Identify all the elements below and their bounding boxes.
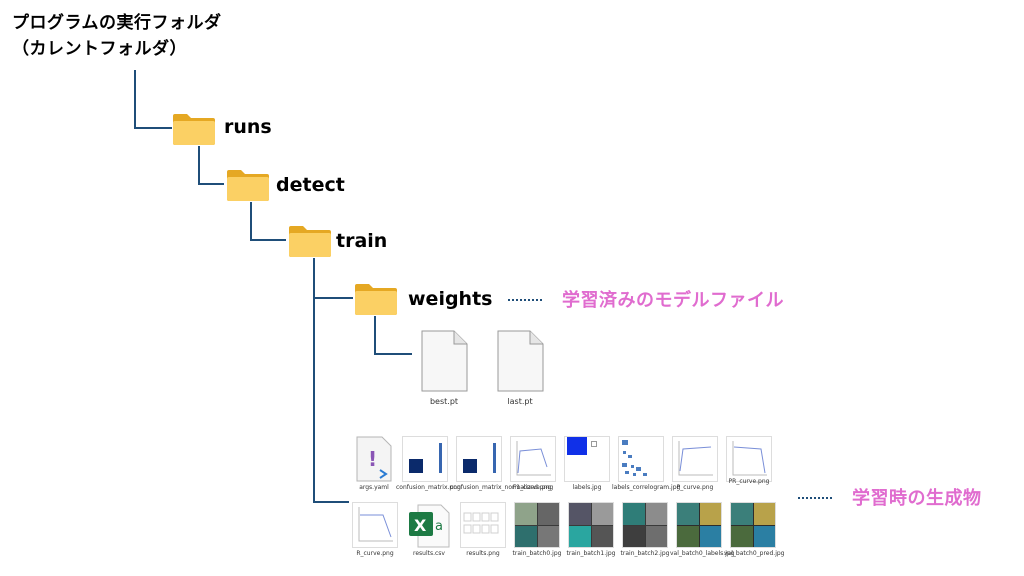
tree-line	[313, 501, 349, 503]
confusion-matrix-thumbnail[interactable]	[402, 436, 448, 482]
annotation-connector	[798, 497, 832, 499]
file-name[interactable]: labels_correlogram.jpg	[612, 484, 681, 491]
file-name[interactable]: R_curve.png	[356, 550, 394, 557]
tree-line	[313, 258, 315, 502]
file-name[interactable]: labels.jpg	[572, 484, 602, 491]
svg-text:X: X	[414, 516, 427, 535]
file-name[interactable]: args.yaml	[359, 484, 389, 491]
train-annotation: 学習時の生成物	[852, 488, 982, 509]
labels-thumbnail[interactable]	[564, 436, 610, 482]
confusion-matrix-normalized-thumbnail[interactable]	[456, 436, 502, 482]
f1-curve-thumbnail[interactable]	[510, 436, 556, 482]
tree-line	[374, 316, 376, 354]
file-name[interactable]: F1_curve.png	[512, 484, 554, 491]
r-curve-thumbnail[interactable]	[352, 502, 398, 548]
folder-icon[interactable]	[226, 168, 270, 202]
file-name[interactable]: results.csv	[413, 550, 445, 557]
tree-line	[134, 70, 136, 128]
file-name[interactable]: val_batch0_pred.jpg	[724, 550, 785, 557]
file-name[interactable]: best.pt	[429, 397, 459, 406]
file-name[interactable]: val_batch0_labels.jpg	[670, 550, 735, 557]
svg-text:!: !	[368, 447, 377, 471]
file-name[interactable]: confusion_matrix.png	[396, 484, 461, 491]
tree-line	[250, 239, 286, 241]
file-name[interactable]: PR_curve.png	[728, 478, 770, 485]
train-batch0-thumbnail[interactable]	[514, 502, 560, 548]
val-batch0-labels-thumbnail[interactable]	[676, 502, 722, 548]
folder-label-detect[interactable]: detect	[276, 174, 345, 196]
root-folder-subtitle: （カレントフォルダ）	[12, 39, 187, 59]
folder-label-runs[interactable]: runs	[224, 116, 272, 138]
folder-icon[interactable]	[172, 112, 216, 146]
file-name[interactable]: P_curve.png	[676, 484, 714, 491]
folder-label-train[interactable]: train	[336, 230, 388, 252]
file-icon[interactable]	[420, 330, 468, 392]
tree-line	[250, 202, 252, 240]
weights-annotation: 学習済みのモデルファイル	[562, 290, 784, 311]
excel-file-icon[interactable]: X a	[408, 504, 450, 548]
train-batch1-thumbnail[interactable]	[568, 502, 614, 548]
folder-icon[interactable]	[354, 282, 398, 316]
p-curve-thumbnail[interactable]	[672, 436, 718, 482]
tree-line	[134, 127, 172, 129]
results-thumbnail[interactable]	[460, 502, 506, 548]
file-name[interactable]: last.pt	[507, 397, 533, 406]
file-icon[interactable]	[496, 330, 544, 392]
root-folder-title: プログラムの実行フォルダ	[12, 13, 222, 33]
file-name[interactable]: train_batch2.jpg	[620, 550, 670, 557]
svg-text:a: a	[435, 519, 443, 534]
folder-label-weights[interactable]: weights	[408, 288, 493, 310]
folder-icon[interactable]	[288, 224, 332, 258]
val-batch0-pred-thumbnail[interactable]	[730, 502, 776, 548]
annotation-connector	[508, 299, 542, 301]
tree-line	[313, 297, 353, 299]
train-batch2-thumbnail[interactable]	[622, 502, 668, 548]
file-name[interactable]: results.png	[466, 550, 500, 557]
file-name[interactable]: train_batch1.jpg	[566, 550, 616, 557]
tree-line	[198, 183, 224, 185]
tree-line	[374, 353, 412, 355]
tree-line	[198, 146, 200, 184]
file-name[interactable]: train_batch0.jpg	[512, 550, 562, 557]
pr-curve-thumbnail[interactable]	[726, 436, 772, 482]
file-name[interactable]: confusion_matrix_normalized.png	[450, 484, 552, 491]
yaml-file-icon[interactable]: !	[356, 436, 392, 482]
labels-correlogram-thumbnail[interactable]	[618, 436, 664, 482]
